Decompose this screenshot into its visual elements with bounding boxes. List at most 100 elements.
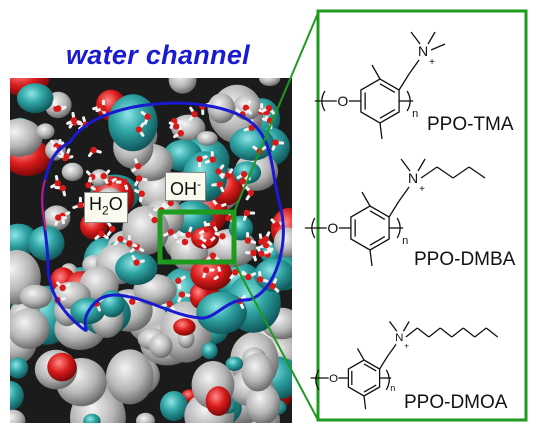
water-molecule	[245, 249, 257, 262]
water-molecule	[262, 231, 273, 246]
water-oxygen	[250, 249, 257, 257]
oxygen-atom: O	[329, 373, 338, 385]
water-oxygen	[166, 300, 173, 308]
n-methyl-bond	[410, 31, 421, 45]
water-molecule	[163, 228, 178, 239]
water-molecule	[168, 120, 183, 130]
water-molecule	[241, 270, 257, 281]
water-oxygen	[185, 231, 192, 238]
water-molecule	[135, 122, 145, 137]
methyl-bond	[361, 191, 371, 207]
water-oxygen	[202, 266, 210, 274]
surface-blob	[10, 357, 29, 379]
surface-blob	[61, 162, 84, 182]
double-bond	[363, 384, 377, 393]
repeat-bracket-left	[321, 90, 326, 112]
double-bond	[363, 363, 377, 372]
water-molecule	[271, 139, 285, 151]
water-oxygen	[215, 168, 222, 175]
water-molecule	[54, 214, 67, 226]
nitrogen-atom: N	[418, 43, 428, 59]
alkyl-chain-bond	[405, 327, 418, 338]
water-oxygen	[265, 104, 273, 112]
water-molecule	[202, 266, 215, 279]
water-oxygen	[138, 190, 145, 197]
benzyl-bond	[408, 59, 420, 75]
water-oxygen	[247, 189, 255, 197]
positive-charge: +	[429, 57, 435, 68]
water-molecule	[196, 234, 207, 249]
water-oxygen	[262, 235, 269, 243]
repeat-index: n	[390, 383, 395, 393]
water-molecule	[204, 220, 218, 232]
alkyl-chain-bond	[462, 327, 476, 338]
surface-blob	[106, 349, 154, 405]
surface-blob	[190, 257, 233, 291]
benzyl-bond	[398, 186, 410, 202]
polymer-name-dmba: PPO-DMBA	[414, 249, 516, 270]
water-oxygen	[151, 216, 158, 224]
surface-blob	[136, 412, 155, 423]
methyl-bond	[371, 64, 381, 80]
methyl-bond	[369, 249, 373, 267]
surface-blob	[205, 386, 232, 416]
polymer-name-tma: PPO-TMA	[427, 114, 514, 135]
water-molecule	[180, 226, 193, 238]
water-oxygen	[70, 117, 78, 124]
oxygen-atom: O	[327, 220, 338, 236]
water-oxygen	[215, 203, 222, 211]
water-oxygen	[203, 226, 210, 233]
water-molecule	[131, 255, 145, 266]
repeat-bracket-right	[385, 369, 390, 391]
alkyl-chain-bond	[428, 327, 441, 338]
nitrogen-atom: N	[395, 332, 403, 344]
water-channel-title: water channel	[66, 40, 250, 70]
water-molecule	[201, 236, 216, 246]
alkyl-chain-bond	[416, 327, 430, 338]
water-molecule	[212, 200, 227, 211]
water-oxygen	[59, 184, 67, 192]
water-oxygen	[85, 181, 92, 189]
n-methyl-bond	[400, 158, 411, 172]
positive-charge: +	[419, 184, 425, 195]
water-molecule	[213, 266, 224, 281]
water-molecule	[176, 238, 189, 251]
water-oxygen	[129, 298, 136, 305]
surface-blob	[10, 118, 43, 157]
benzene-ring	[347, 359, 381, 397]
water-molecule	[115, 178, 129, 191]
polymer-name-dmoa: PPO-DMOA	[404, 392, 508, 413]
surface-blob	[115, 251, 158, 285]
water-molecule	[53, 101, 67, 112]
water-molecule	[58, 148, 71, 160]
water-oxygen	[181, 238, 189, 246]
water-oxygen	[167, 199, 174, 207]
polymer-structures: OnN+OnN+OnN+	[304, 31, 499, 410]
surface-blob	[259, 78, 281, 87]
water-oxygen	[178, 291, 186, 298]
double-bond	[369, 210, 386, 220]
water-molecule	[56, 281, 71, 292]
surface-blob	[83, 413, 101, 423]
benzyl-bond	[387, 344, 397, 357]
surface-blob	[173, 318, 196, 336]
alkyl-chain-bond	[468, 166, 486, 179]
water-oxygen	[100, 105, 107, 112]
zoom-connector-bottom	[233, 261, 319, 421]
water-oxygen	[55, 214, 62, 221]
water-oxygen	[196, 155, 203, 163]
n-methyl-bond	[427, 31, 436, 45]
water-oxygen	[209, 220, 217, 228]
water-molecule	[242, 209, 256, 221]
water-oxygen	[134, 163, 142, 170]
zoom-region-box	[157, 209, 237, 265]
water-oxygen	[219, 233, 226, 240]
surface-blob	[108, 94, 158, 152]
water-molecule	[204, 151, 216, 164]
surface-blob	[10, 381, 24, 411]
simulation-snapshot	[10, 78, 292, 423]
benzyl-bond	[388, 200, 400, 218]
surface-blob	[149, 333, 173, 359]
methyl-bond	[379, 122, 383, 140]
water-oxygen	[167, 228, 175, 236]
